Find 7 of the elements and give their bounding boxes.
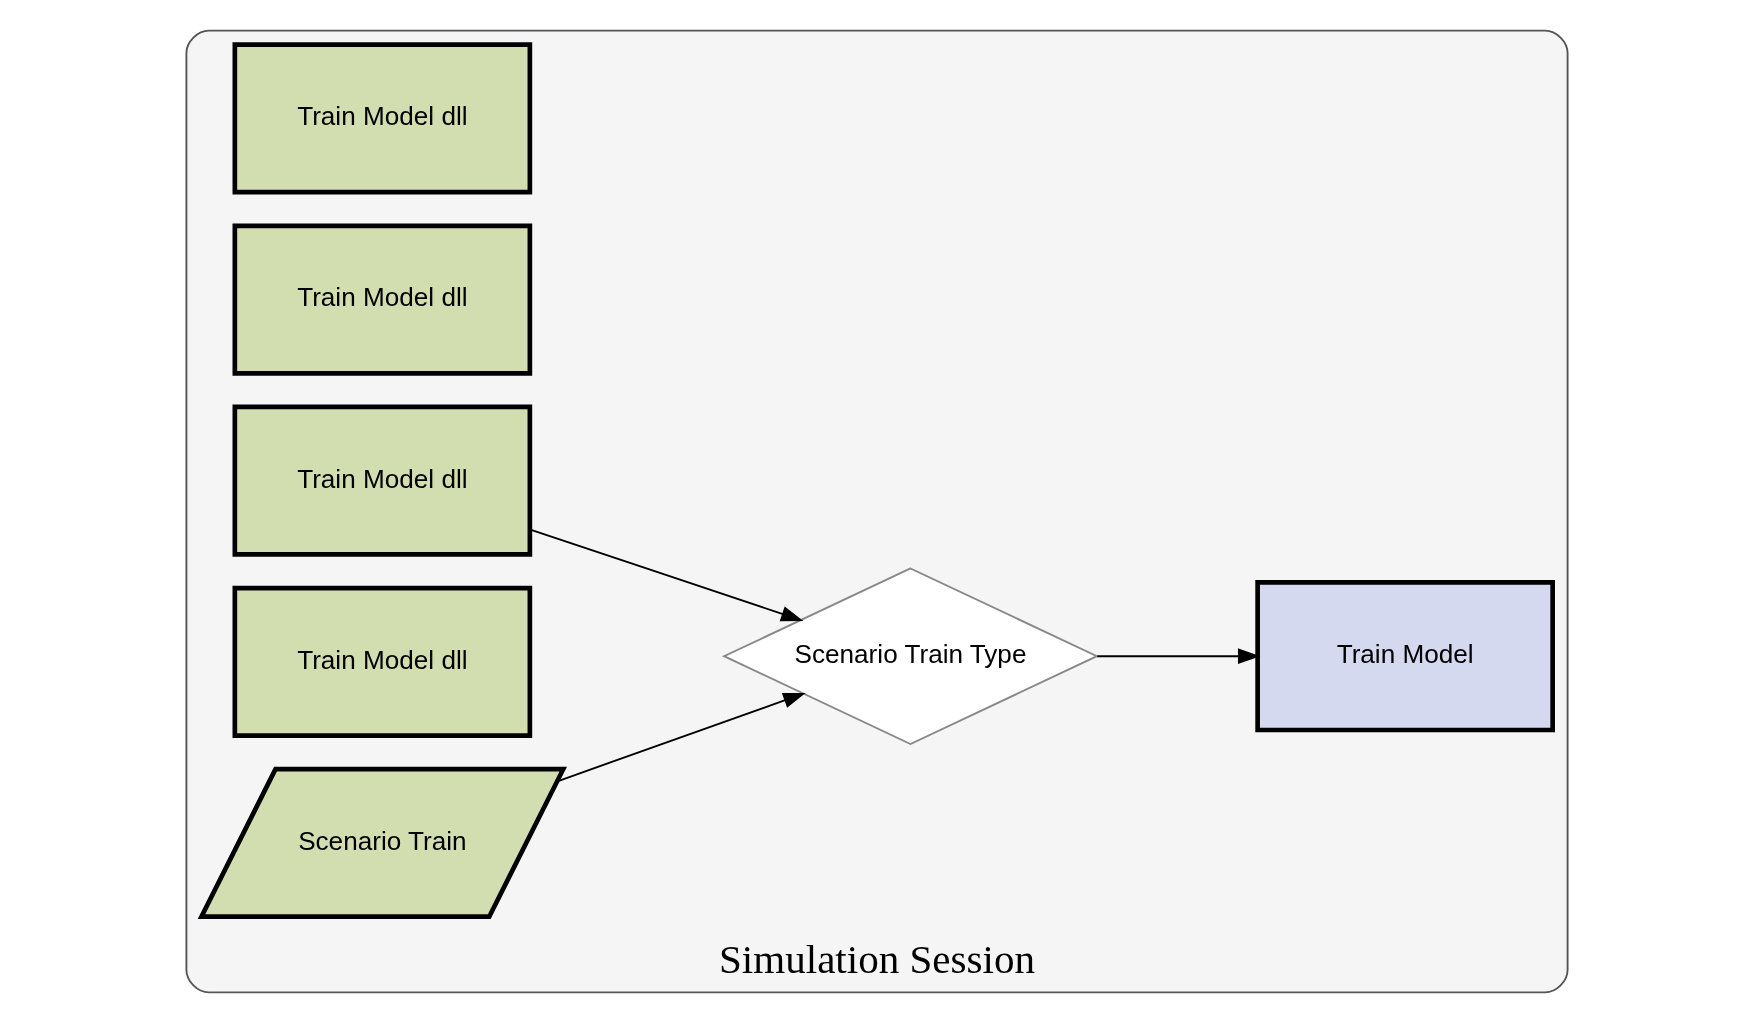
node-box: Train Model — [1254, 580, 1555, 733]
node-box: Train Model dll — [232, 404, 532, 557]
node-diamond: Scenario Train Type — [721, 567, 1099, 745]
node-box: Train Model dll — [232, 42, 532, 195]
node-box: Train Model dll — [232, 223, 532, 376]
arrow — [1095, 648, 1260, 665]
node-box: Train Model dll — [232, 585, 532, 738]
